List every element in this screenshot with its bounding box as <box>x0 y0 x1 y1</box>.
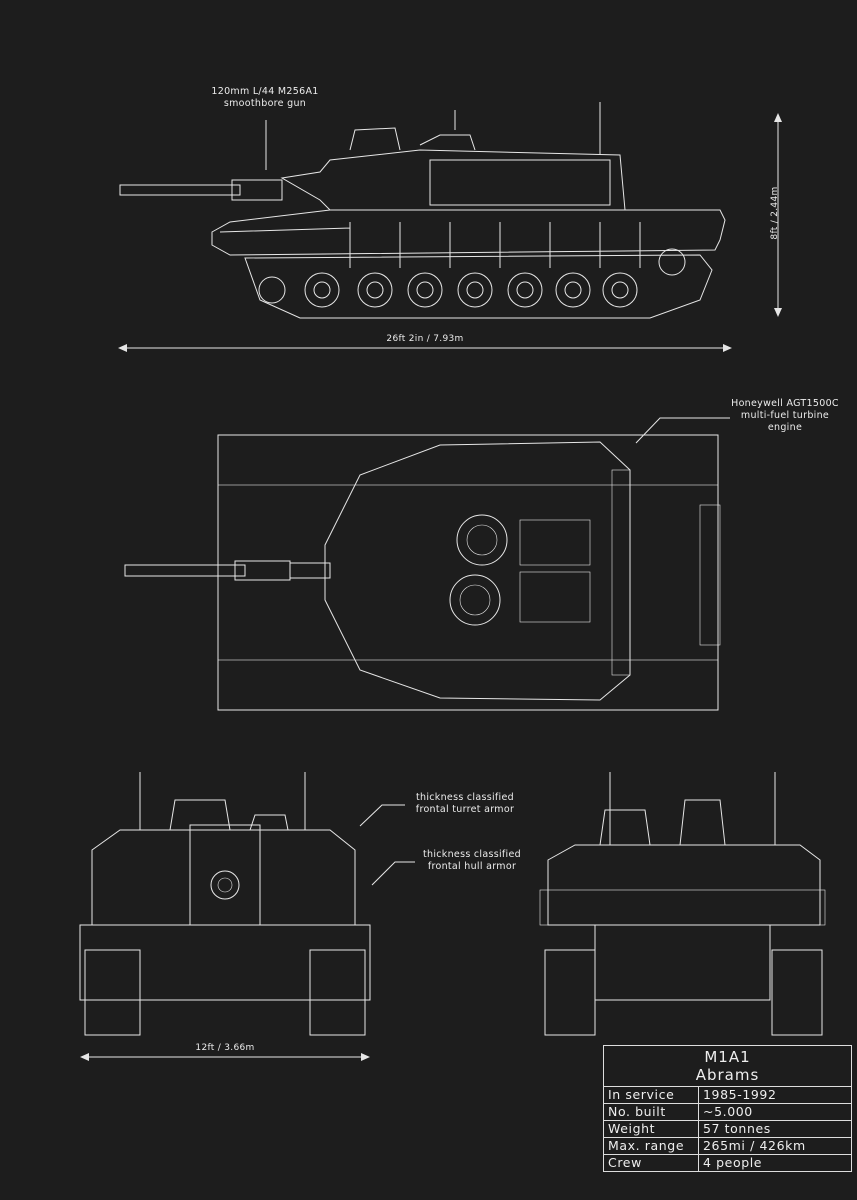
gun-annotation-line2: smoothbore gun <box>223 98 307 109</box>
spec-title-name: Abrams <box>695 1066 760 1084</box>
turret-armor-annotation: thickness classified frontal turret armo… <box>405 792 525 816</box>
side-view <box>119 102 726 319</box>
engine-annotation-line1: Honeywell AGT1500C <box>731 398 839 409</box>
spec-title: M1A1 Abrams <box>603 1045 852 1087</box>
top-view <box>124 434 721 711</box>
spec-label: Weight <box>603 1120 699 1138</box>
turret-armor-line1: thickness classified <box>416 792 514 803</box>
length-dimension-label: 26ft 2in / 7.93m <box>386 334 464 344</box>
spec-value: 57 tonnes <box>698 1120 852 1138</box>
engine-annotation: Honeywell AGT1500C multi-fuel turbine en… <box>725 398 845 434</box>
spec-value: 4 people <box>698 1154 852 1172</box>
spec-label: No. built <box>603 1103 699 1121</box>
spec-title-model: M1A1 <box>704 1048 751 1066</box>
engine-annotation-line2: multi-fuel turbine <box>740 410 830 421</box>
gun-annotation: 120mm L/44 M256A1 smoothbore gun <box>205 86 325 110</box>
spec-label: Max. range <box>603 1137 699 1155</box>
rear-view <box>539 772 826 1036</box>
spec-label: In service <box>603 1086 699 1104</box>
spec-value: 1985-1992 <box>698 1086 852 1104</box>
spec-value: ~5.000 <box>698 1103 852 1121</box>
gun-annotation-line1: 120mm L/44 M256A1 <box>211 86 319 97</box>
hull-armor-line1: thickness classified <box>423 849 521 860</box>
hull-armor-annotation: thickness classified frontal hull armor <box>412 849 532 873</box>
width-dimension-label: 12ft / 3.66m <box>195 1043 255 1053</box>
height-dimension-label: 8ft / 2.44m <box>770 186 780 240</box>
spec-value: 265mi / 426km <box>698 1137 852 1155</box>
front-view <box>79 772 371 1036</box>
hull-armor-line2: frontal hull armor <box>427 861 517 872</box>
turret-armor-line2: frontal turret armor <box>415 804 515 815</box>
engine-annotation-line3: engine <box>767 422 803 433</box>
spec-row: No. built~5.000 <box>603 1103 852 1121</box>
spec-label: Crew <box>603 1154 699 1172</box>
